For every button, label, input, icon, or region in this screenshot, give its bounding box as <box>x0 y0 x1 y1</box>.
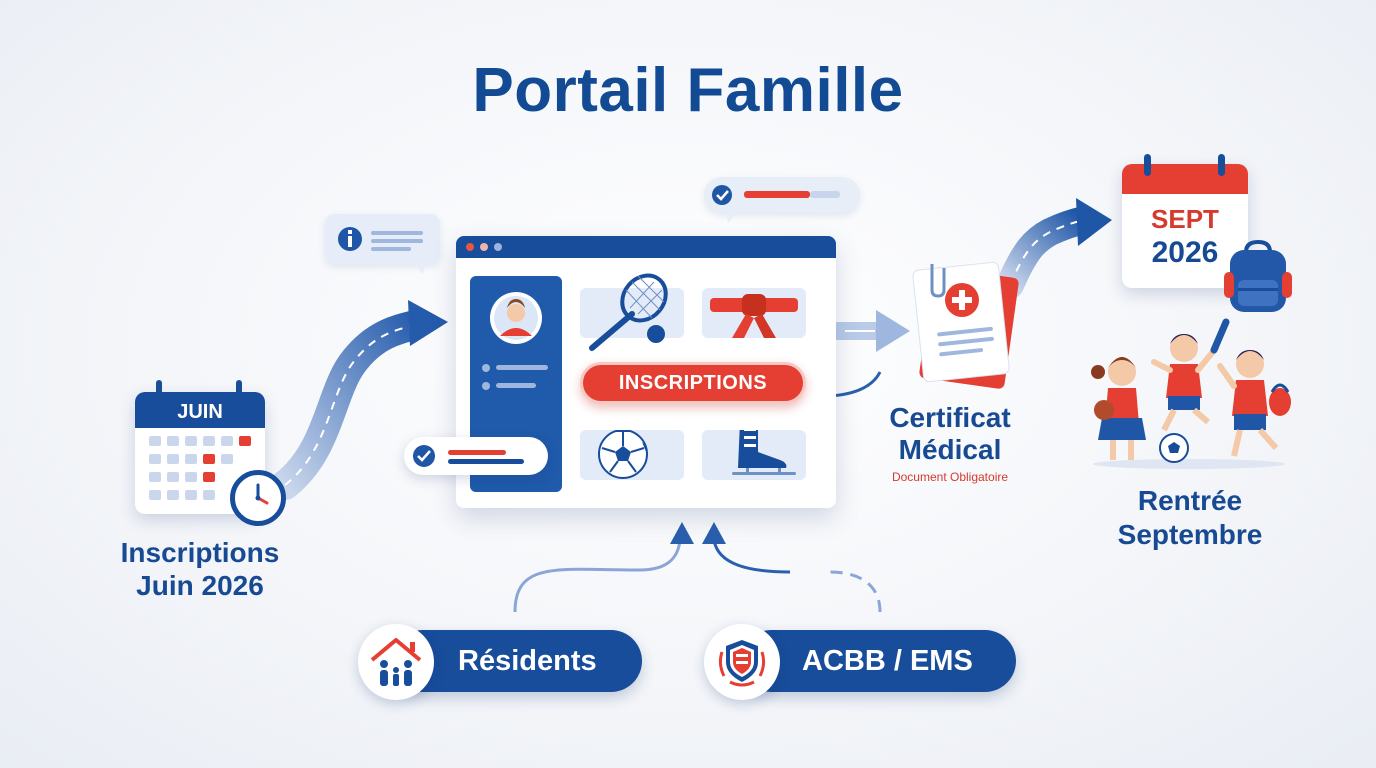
medical-certificate-icon <box>912 261 1019 389</box>
check-icon <box>712 185 732 205</box>
arrow-residents-to-portal <box>513 522 694 613</box>
page-title: Portail Famille <box>472 56 904 125</box>
source-residents-pill[interactable]: Résidents <box>392 630 642 692</box>
road-certificat-to-sept <box>996 198 1112 299</box>
inscriptions-button[interactable]: INSCRIPTIONS <box>580 362 806 404</box>
info-bubble <box>325 214 440 274</box>
arrow-acbb-to-portal <box>702 522 882 613</box>
girl-figure <box>1091 357 1146 460</box>
boy-figure-bat <box>1151 318 1230 432</box>
check-bubble-top <box>704 177 860 223</box>
arrow-portal-to-certificat <box>836 310 910 352</box>
backpack-icon <box>1224 239 1292 312</box>
calendar-sept-rings <box>1144 154 1225 176</box>
label-certificat-sub: Document Obligatoire <box>891 470 1009 484</box>
calendar-sept: SEPT 2026 <box>1122 164 1248 288</box>
belt-icon <box>710 294 798 338</box>
tile-skating[interactable] <box>702 422 806 480</box>
clock-icon <box>230 470 286 526</box>
paperclip-icon <box>930 264 946 298</box>
soccer-ball-icon <box>1159 433 1189 463</box>
source-residents-label: Résidents <box>458 644 597 677</box>
label-rentree: Rentrée Septembre <box>1117 485 1263 550</box>
calendar-juin-month: JUIN <box>135 392 265 428</box>
calendar-juin: JUIN <box>135 392 265 514</box>
ice-skate-icon <box>732 422 796 475</box>
calendar-grid <box>149 436 251 500</box>
window-titlebar <box>456 236 836 258</box>
tile-martial-arts[interactable] <box>702 288 806 338</box>
window-dot-pink <box>480 243 488 251</box>
calendar-sept-year: 2026 <box>1151 236 1219 269</box>
soccer-ball-icon <box>598 428 648 479</box>
children-playing-illustration <box>1091 318 1291 469</box>
calendar-rings <box>156 380 242 398</box>
source-acbb-ems-label: ACBB / EMS <box>802 644 973 677</box>
window-dot-red <box>466 243 474 251</box>
label-certificat: Certificat Médical <box>889 402 1011 465</box>
road-juin-to-portal <box>270 300 448 500</box>
club-shield-icon <box>704 624 780 700</box>
window-dot-blue <box>494 243 502 251</box>
tennis-ball-icon <box>647 325 665 343</box>
tile-football[interactable] <box>580 428 684 480</box>
label-inscriptions: Inscriptions Juin 2026 <box>120 537 280 601</box>
tennis-racket-icon <box>589 273 668 351</box>
boy-figure-running <box>1217 350 1291 457</box>
check-bubble-left <box>404 437 548 475</box>
calendar-sept-month: SEPT <box>1151 204 1219 234</box>
source-acbb-ems-pill[interactable]: ACBB / EMS <box>740 630 1016 692</box>
family-house-icon <box>358 624 434 700</box>
tile-tennis[interactable] <box>580 273 684 351</box>
